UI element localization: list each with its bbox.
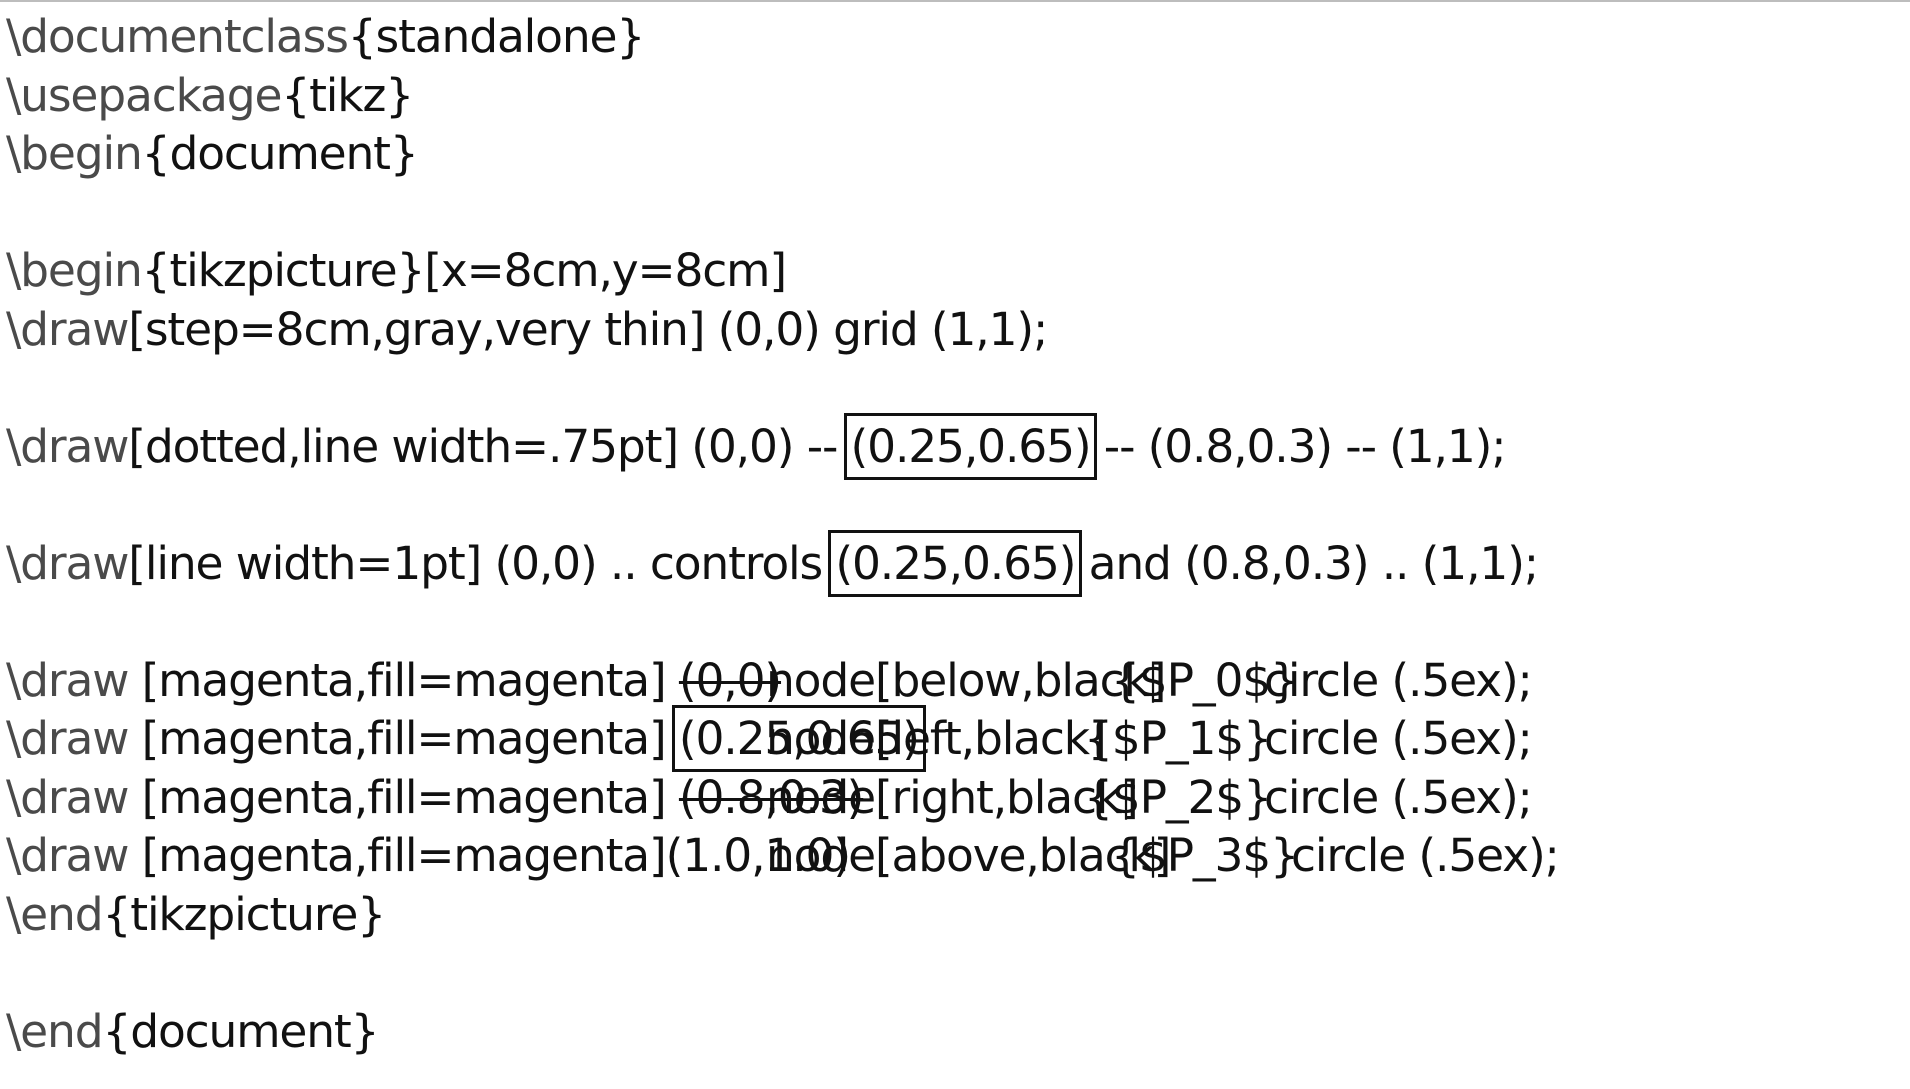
latex-command: \draw (6, 712, 129, 765)
code-line-point-p3: \draw [magenta,fill=magenta](1.0,1.0)nod… (6, 827, 1906, 886)
node-label: {$P_0$} (1111, 653, 1299, 707)
latex-command: \draw (6, 653, 129, 707)
blank-line (6, 359, 1906, 418)
struck-coordinate: (0,0) (678, 653, 782, 707)
code-line-end-tikzpicture: \end{tikzpicture} (6, 886, 1906, 945)
node-label: {$P_1$} (1084, 712, 1272, 765)
latex-argument: {tikzpicture} (102, 887, 386, 941)
circle-spec: circle (.5ex); (1264, 770, 1533, 824)
latex-argument: [line width=1pt] (0,0) .. controls (128, 536, 836, 590)
highlighted-coordinate: (0.25,0.65) (671, 705, 926, 772)
node-spec: node[right,black] (766, 770, 1139, 824)
latex-argument: [dotted,line width=.75pt] (0,0) -- (128, 419, 851, 473)
circle-spec: circle (.5ex); (1264, 712, 1533, 765)
latex-command: \end (6, 1004, 104, 1058)
latex-argument: {document} (102, 1004, 379, 1058)
latex-argument: -- (0.8,0.3) -- (1,1); (1090, 419, 1507, 473)
top-border (0, 0, 1910, 2)
latex-command: \end (6, 887, 104, 941)
latex-command: \usepackage (6, 68, 282, 122)
latex-argument: {tikzpicture}[x=8cm,y=8cm] (141, 244, 787, 297)
code-line-dotted-polyline: \draw[dotted,line width=.75pt] (0,0) -- … (6, 412, 1906, 480)
blank-line (6, 476, 1906, 535)
code-line-documentclass: \documentclass{standalone} (6, 8, 1906, 67)
latex-command: \draw (6, 419, 129, 473)
code-line-grid: \draw[step=8cm,gray,very thin] (0,0) gri… (6, 301, 1906, 360)
code-line-usepackage: \usepackage{tikz} (6, 67, 1906, 126)
coordinate: (1.0,1.0) (665, 829, 851, 882)
latex-command: \documentclass (6, 10, 349, 63)
latex-argument: [magenta,fill=magenta] (128, 653, 679, 707)
code-line-point-p0: \draw [magenta,fill=magenta] (0,0)node[b… (6, 652, 1906, 711)
latex-argument: {standalone} (347, 10, 646, 63)
struck-coordinate: (0.8,0.3) (678, 770, 864, 824)
latex-command: \draw (6, 770, 129, 824)
code-line-begin-tikzpicture: \begin{tikzpicture}[x=8cm,y=8cm] (6, 242, 1906, 301)
blank-line (6, 184, 1906, 243)
code-line-bezier-curve: \draw[line width=1pt] (0,0) .. controls … (6, 529, 1906, 597)
latex-argument: [magenta,fill=magenta] (128, 712, 679, 765)
latex-argument: {tikz} (281, 68, 414, 122)
latex-command: \draw (6, 536, 129, 590)
circle-spec: circle (.5ex); (1264, 653, 1533, 707)
latex-argument: and (0.8,0.3) .. (1,1); (1075, 536, 1540, 590)
latex-argument: [magenta,fill=magenta] (128, 770, 679, 824)
code-line-begin-document: \begin{document} (6, 125, 1906, 184)
latex-command: \draw (6, 829, 129, 882)
node-spec: node[below,black] (766, 653, 1166, 707)
node-spec: node[above,black] (766, 829, 1171, 882)
latex-argument: [step=8cm,gray,very thin] (0,0) grid (1,… (128, 302, 1048, 356)
latex-argument: [magenta,fill=magenta] (128, 829, 667, 882)
latex-command: \begin (6, 244, 143, 297)
blank-line (6, 944, 1906, 1003)
latex-source-code: \documentclass{standalone} \usepackage{t… (6, 8, 1906, 1061)
highlighted-coordinate: (0.25,0.65) (828, 529, 1083, 597)
highlighted-coordinate: (0.25,0.65) (843, 412, 1098, 480)
latex-command: \begin (6, 127, 143, 180)
circle-spec: circle (.5ex); (1291, 829, 1560, 882)
node-label: {$P_2$} (1084, 770, 1272, 824)
node-spec: node[left,black] (766, 712, 1107, 765)
latex-command: \draw (6, 302, 129, 356)
latex-argument: {document} (141, 127, 419, 180)
code-line-point-p2: \draw [magenta,fill=magenta] (0.8,0.3)no… (6, 769, 1906, 828)
code-line-point-p1: \draw [magenta,fill=magenta] (0.25,0.65)… (6, 705, 1906, 772)
blank-line (6, 593, 1906, 652)
code-line-end-document: \end{document} (6, 1003, 1906, 1062)
node-label: {$P_3$} (1111, 829, 1299, 882)
